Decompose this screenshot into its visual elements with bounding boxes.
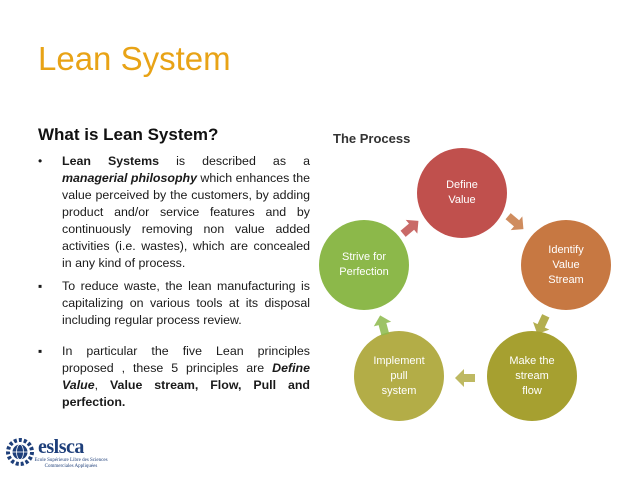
bullet-text: managerial philosophy bbox=[62, 171, 197, 185]
node-identify-value-stream: Identify Value Stream bbox=[521, 220, 611, 310]
node-strive-for-perfection: Strive for Perfection bbox=[319, 220, 409, 310]
gear-globe-icon bbox=[6, 438, 34, 466]
bullet-text: Lean Systems bbox=[62, 154, 159, 168]
node-implement-pull-system: Implement pull system bbox=[354, 331, 444, 421]
cycle-arrow-icon bbox=[400, 219, 419, 237]
cycle-arrow-icon bbox=[505, 213, 524, 231]
bullet-item: ▪ In particular the five Lean principles … bbox=[38, 343, 310, 411]
logo-wordmark: eslsca bbox=[38, 436, 84, 458]
node-define-value: Define Value bbox=[417, 148, 507, 238]
eslsca-logo: eslsca Ecole Supérieure Libre des Scienc… bbox=[4, 436, 114, 476]
process-heading: The Process bbox=[333, 131, 411, 146]
bullet-text: In particular the five Lean principles p… bbox=[62, 344, 310, 375]
bullet-text: is described as a bbox=[158, 154, 310, 168]
subheading: What is Lean System? bbox=[38, 125, 219, 144]
bullet-text: To reduce waste, the lean manufacturing … bbox=[62, 279, 310, 327]
bullet-marker: ▪ bbox=[38, 279, 43, 293]
bullet-item: • Lean Systems is described as a manageri… bbox=[38, 153, 310, 272]
bullet-text: Define Value bbox=[62, 361, 310, 392]
cycle-arrow-icon bbox=[532, 314, 550, 334]
bullet-text: Value stream, Flow, Pull and perfection. bbox=[62, 378, 311, 409]
left-text-column: What is Lean System? • Lean Systems is de… bbox=[38, 125, 310, 417]
bullet-marker: ▪ bbox=[38, 344, 43, 358]
bullet-text: which enhances the value perceived by th… bbox=[62, 171, 310, 270]
bullet-text: , bbox=[94, 378, 110, 392]
cycle-arrow-icon bbox=[455, 369, 475, 387]
bullet-marker: • bbox=[38, 154, 43, 168]
logo-tagline: Ecole Supérieure Libre des Sciences Comm… bbox=[34, 458, 108, 469]
slide-title: Lean System bbox=[38, 40, 231, 77]
node-make-stream-flow: Make the stream flow bbox=[487, 331, 577, 421]
bullet-list: • Lean Systems is described as a manageri… bbox=[38, 153, 310, 411]
cycle-arrow-icon bbox=[373, 315, 392, 336]
bullet-item: ▪ To reduce waste, the lean manufacturing… bbox=[38, 278, 310, 329]
